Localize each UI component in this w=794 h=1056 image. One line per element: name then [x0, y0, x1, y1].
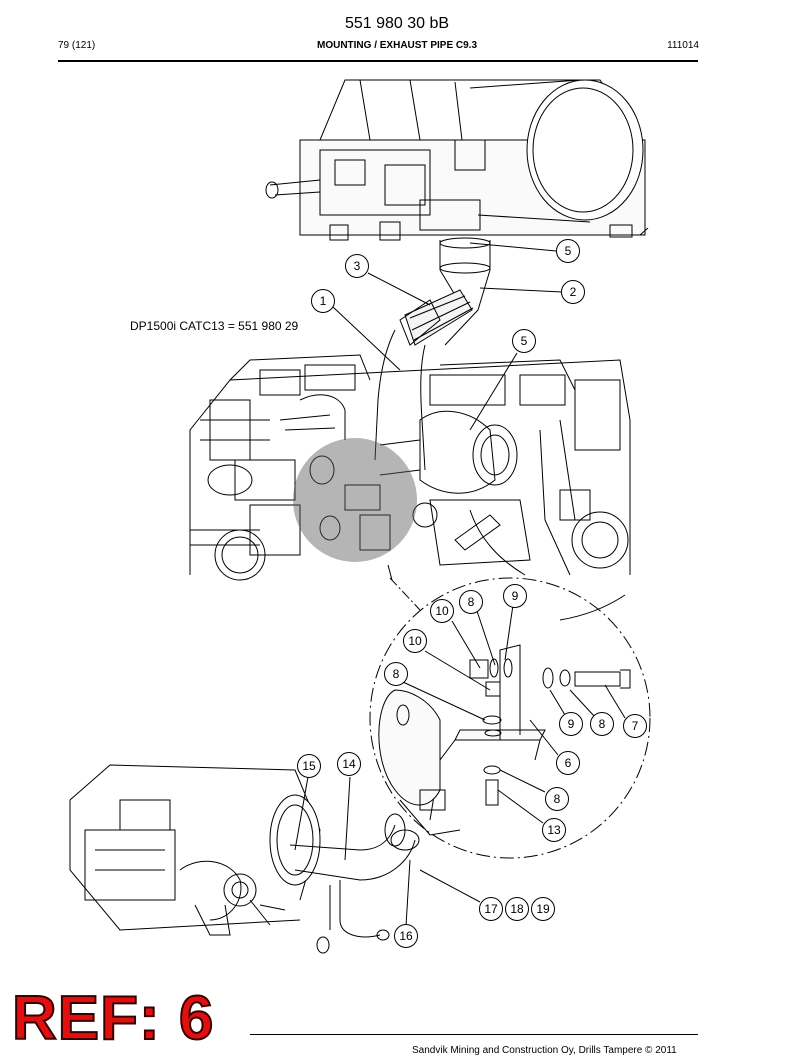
date-code: 111014: [667, 40, 699, 51]
header-rule: [58, 60, 698, 62]
footer-rule: [250, 1034, 698, 1035]
detail-view-boundary: [369, 577, 651, 859]
callout-10: 10: [403, 629, 427, 653]
bracket-detail-drawing: [378, 594, 631, 836]
page-title: MOUNTING / EXHAUST PIPE C9.3: [316, 40, 478, 51]
callout-8: 8: [384, 662, 408, 686]
variant-note: DP1500i CATC13 = 551 980 29: [130, 319, 299, 333]
exhaust-pipe-drawing: [374, 237, 491, 471]
document-number: 551 980 30 bB: [344, 15, 450, 32]
callout-5: 5: [512, 329, 536, 353]
callout-17: 17: [479, 897, 503, 921]
callout-15: 15: [297, 754, 321, 778]
callout-6: 6: [556, 751, 580, 775]
callout-8: 8: [459, 590, 483, 614]
callout-13: 13: [542, 818, 566, 842]
callout-7: 7: [623, 714, 647, 738]
page-number: 79 (121): [58, 40, 96, 51]
callout-16: 16: [394, 924, 418, 948]
callout-10: 10: [430, 599, 454, 623]
detail-highlight-circle: [293, 438, 417, 562]
leader-lines: [294, 242, 626, 927]
callout-18: 18: [505, 897, 529, 921]
callout-8: 8: [545, 787, 569, 811]
callout-9: 9: [559, 712, 583, 736]
callout-2: 2: [561, 280, 585, 304]
callout-1: 1: [311, 289, 335, 313]
engine-drawing: [189, 354, 631, 581]
callout-19: 19: [531, 897, 555, 921]
callout-8: 8: [590, 712, 614, 736]
callout-3: 3: [345, 254, 369, 278]
callout-9: 9: [503, 584, 527, 608]
callout-14: 14: [337, 752, 361, 776]
aftertreatment-module-drawing: [265, 79, 649, 241]
callout-5: 5: [556, 239, 580, 263]
ref-stamp: REF: 6: [11, 983, 215, 1054]
silencer-assembly-drawing: [69, 764, 420, 954]
footer-copyright: Sandvik Mining and Construction Oy, Dril…: [412, 1045, 677, 1056]
